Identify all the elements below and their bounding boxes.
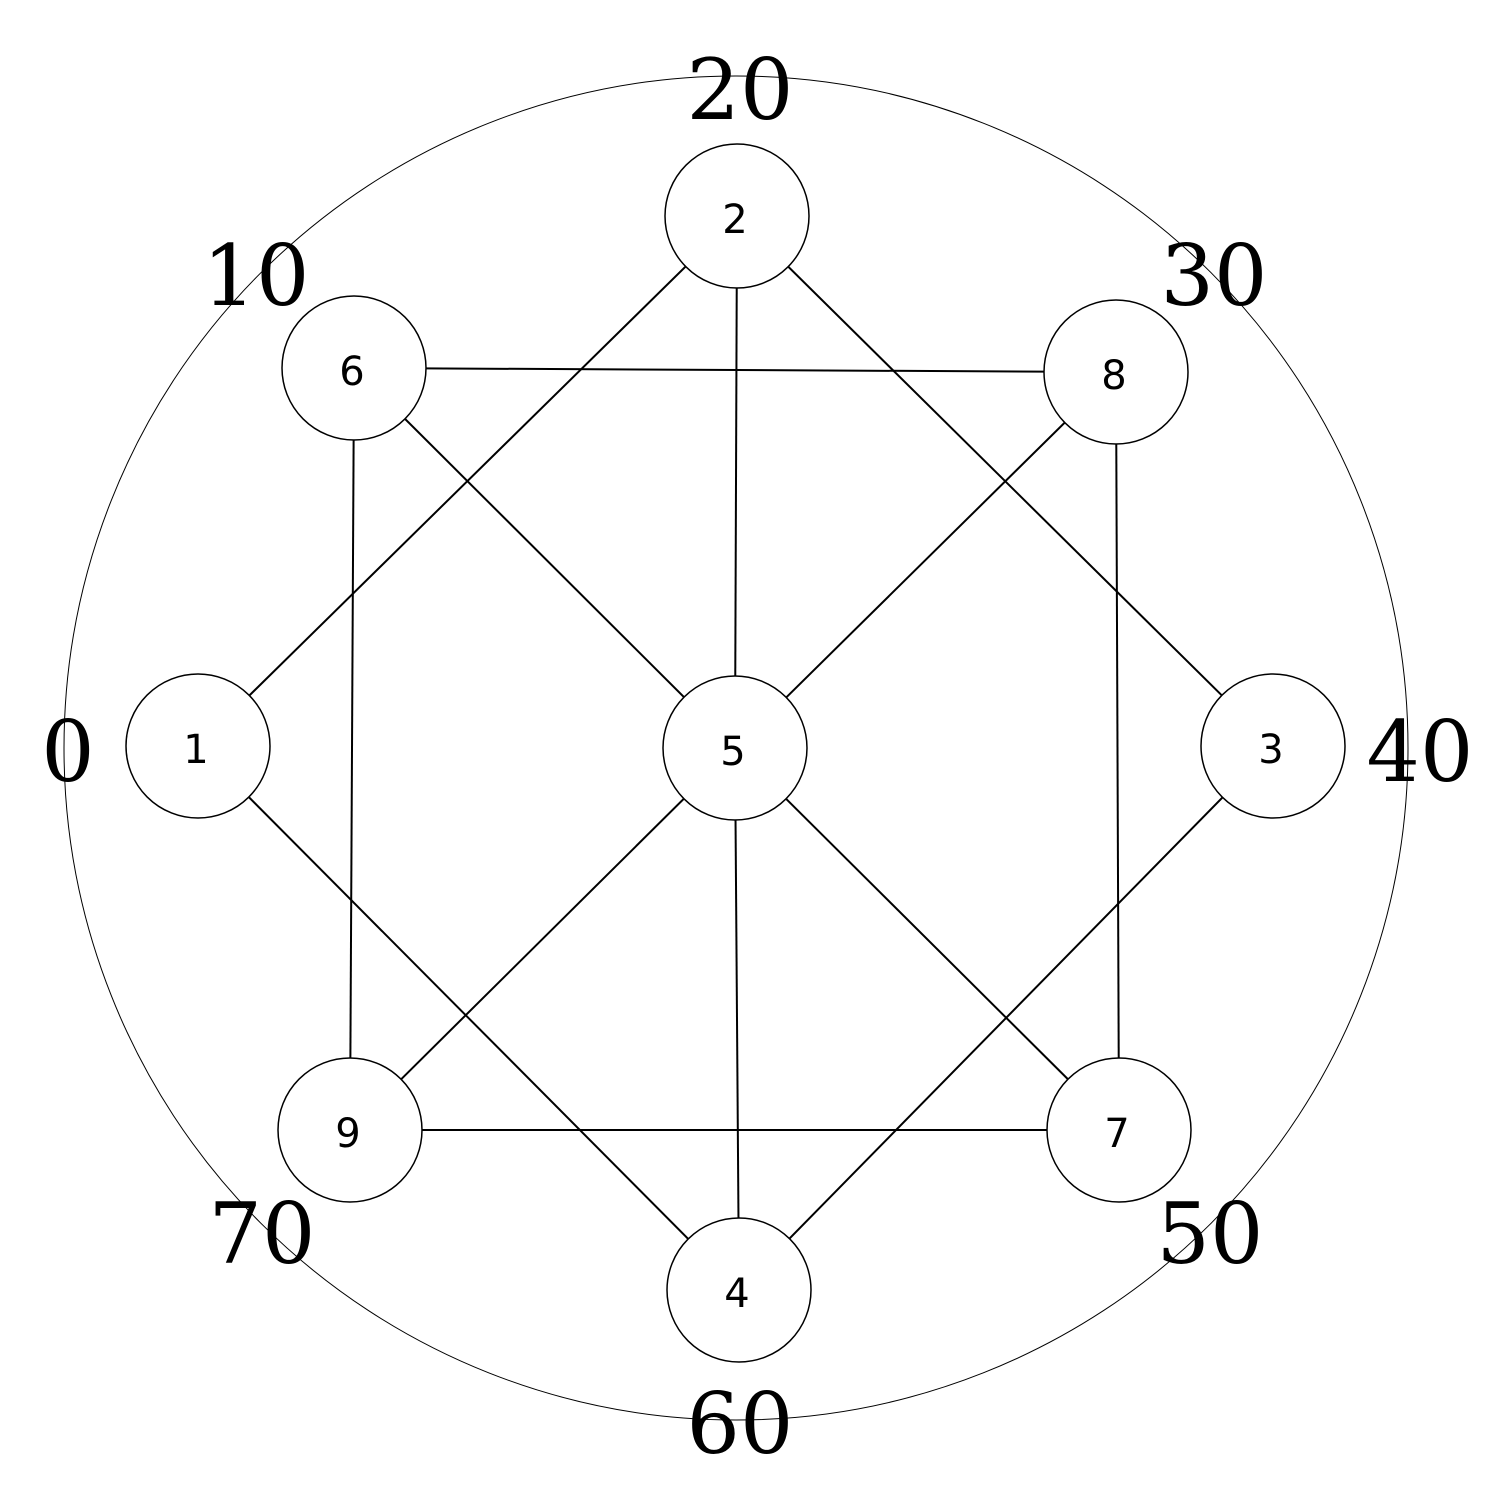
dial-label-10: 10 [203, 227, 310, 325]
edge-2-5 [734, 215, 738, 749]
edge-layer [197, 215, 1274, 1291]
node-label-9: 9 [335, 1111, 360, 1157]
dial-label-70: 70 [209, 1185, 316, 1283]
node-label-6: 6 [339, 349, 364, 395]
edge-5-7 [734, 747, 1120, 1131]
node-circle-7 [1046, 1057, 1192, 1203]
node-label-3: 3 [1258, 727, 1283, 773]
dial-label-0: 0 [41, 703, 94, 801]
node-7: 7 [1046, 1057, 1192, 1203]
node-label-4: 4 [724, 1271, 749, 1317]
node-3: 3 [1200, 673, 1346, 819]
node-4: 4 [666, 1217, 812, 1363]
edge-5-9 [349, 747, 736, 1131]
edge-5-4 [734, 747, 740, 1291]
node-circle-1 [125, 673, 271, 819]
edge-6-8 [353, 367, 1117, 373]
node-label-5: 5 [720, 729, 745, 775]
node-layer: 1 2 3 4 5 6 7 8 9 [125, 143, 1346, 1363]
node-circle-8 [1043, 299, 1189, 445]
node-circle-6 [281, 295, 427, 441]
node-label-8: 8 [1101, 353, 1126, 399]
dial-label-20: 20 [687, 41, 794, 139]
dial-label-40: 40 [1367, 703, 1474, 801]
edge-1-4 [197, 745, 740, 1291]
dial-label-60: 60 [687, 1375, 794, 1473]
node-9: 9 [277, 1057, 423, 1203]
node-circle-3 [1200, 673, 1346, 819]
node-8: 8 [1043, 299, 1189, 445]
edge-8-5 [734, 371, 1117, 749]
dial-labels: 0 10 20 30 40 50 60 70 [41, 41, 1473, 1473]
node-2: 2 [664, 143, 810, 289]
node-circle-9 [277, 1057, 423, 1203]
dial-label-50: 50 [1157, 1185, 1264, 1283]
node-6: 6 [281, 295, 427, 441]
node-5: 5 [662, 675, 808, 821]
edge-6-9 [349, 367, 355, 1131]
edge-8-7 [1115, 371, 1120, 1131]
edge-3-4 [738, 745, 1274, 1291]
edge-6-5 [353, 367, 736, 749]
node-circle-2 [664, 143, 810, 289]
node-circle-5 [662, 675, 808, 821]
outer-ring [63, 75, 1409, 1421]
dial-label-30: 30 [1161, 227, 1268, 325]
node-label-1: 1 [183, 727, 208, 773]
node-label-7: 7 [1104, 1111, 1129, 1157]
node-1: 1 [125, 673, 271, 819]
node-circle-4 [666, 1217, 812, 1363]
node-label-2: 2 [722, 197, 747, 243]
